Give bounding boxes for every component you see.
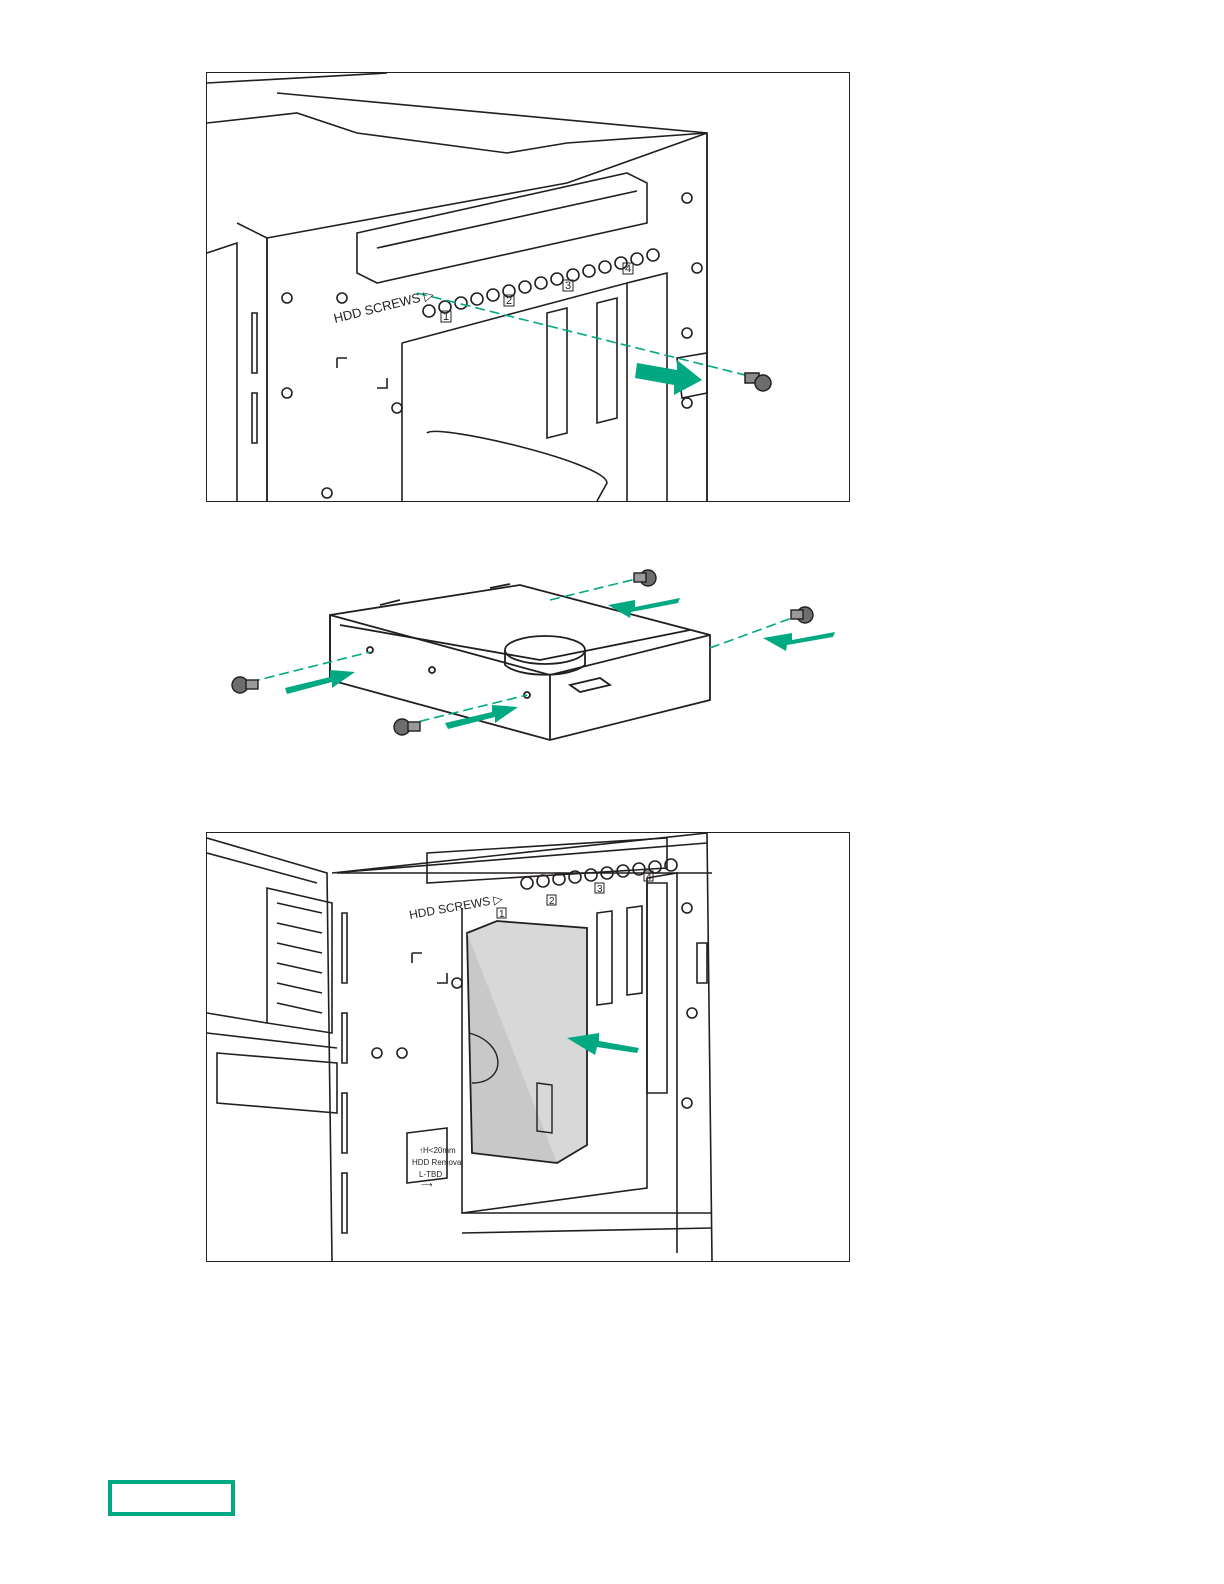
bay-number-1: 1 bbox=[499, 909, 505, 920]
pull-arrow-icon bbox=[635, 360, 702, 395]
bay-number-2: 2 bbox=[549, 896, 555, 907]
bay-number-1: 1 bbox=[443, 311, 449, 323]
screw-guide-lines bbox=[250, 578, 800, 725]
removal-label-line-4: ⟶ bbox=[421, 1180, 433, 1189]
hpe-logo bbox=[108, 1480, 235, 1516]
chassis-illustration-3: HDD SCREWS ▷ 1 2 3 4 ↑H<20mm HDD Removal… bbox=[207, 833, 849, 1261]
hard-drive-icon bbox=[467, 921, 587, 1163]
screw-row bbox=[423, 249, 659, 317]
screw-icons bbox=[232, 570, 813, 735]
hdd-removal-label: ↑H<20mm HDD Removal L-TBD ⟶ bbox=[412, 1146, 463, 1189]
bay-number-3: 3 bbox=[565, 280, 571, 292]
bay-number-4: 4 bbox=[646, 872, 652, 883]
bay-number-4: 4 bbox=[625, 263, 631, 275]
hdd-screws-label: HDD SCREWS ▷ bbox=[332, 287, 435, 326]
bay-number-2: 2 bbox=[506, 295, 512, 307]
removal-label-line-2: HDD Removal bbox=[412, 1158, 463, 1167]
screw-path-line bbox=[417, 293, 757, 378]
figure-insert-drive: HDD SCREWS ▷ 1 2 3 4 ↑H<20mm HDD Removal… bbox=[206, 832, 850, 1262]
figure-install-drive-screws bbox=[220, 560, 850, 750]
removal-label-line-3: L-TBD bbox=[419, 1170, 442, 1179]
figure-remove-screw: HDD SCREWS ▷ 1 2 3 4 bbox=[206, 72, 850, 502]
removal-label-line-1: ↑H<20mm bbox=[419, 1146, 456, 1155]
hdd-screws-label: HDD SCREWS ▷ bbox=[408, 892, 504, 922]
screw-icon bbox=[745, 373, 771, 391]
chassis-illustration-1: HDD SCREWS ▷ 1 2 3 4 bbox=[207, 73, 849, 501]
bay-number-labels: 1 2 3 4 bbox=[441, 263, 633, 323]
bay-number-labels: 1 2 3 4 bbox=[497, 871, 653, 920]
drive-illustration bbox=[220, 560, 850, 750]
bay-number-3: 3 bbox=[597, 884, 603, 895]
